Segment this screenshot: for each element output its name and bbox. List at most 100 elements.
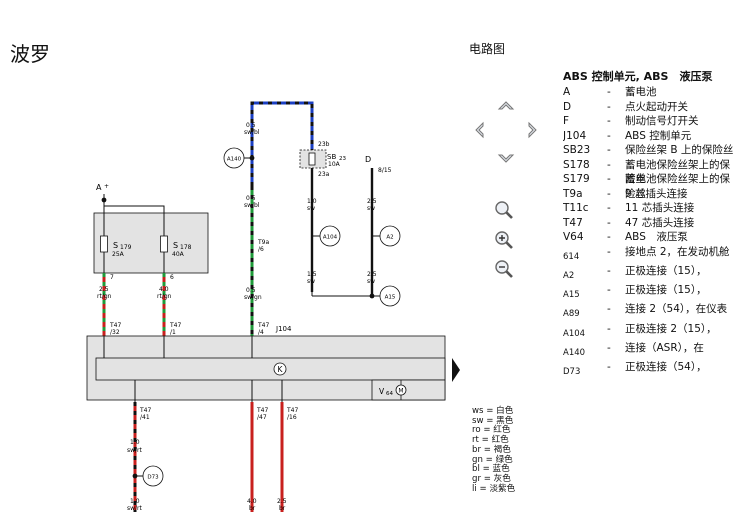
- fuse-s178-name: S: [173, 241, 178, 250]
- down-arrow-icon[interactable]: [496, 148, 516, 168]
- legend-desc: ABS 液压泵: [625, 231, 688, 243]
- battery-node: [101, 197, 107, 203]
- wire-sb-out-color: sw: [307, 205, 315, 212]
- legend-code: A: [563, 86, 571, 98]
- conn-t9a-pin: /6: [258, 246, 264, 253]
- fuse-s178-icon: [160, 235, 168, 253]
- legend-desc: 接地点 2，在发动机舱: [625, 245, 730, 258]
- circle-d73: D73: [142, 465, 164, 487]
- wire-d-low-color: sw: [367, 278, 375, 285]
- wire-sb-low-color: sw: [307, 278, 315, 285]
- legend-item: S179-蓄电池保险丝架上的保险丝: [563, 172, 734, 200]
- legend-dash: -: [607, 144, 611, 156]
- color-code-item: rt = 红色: [472, 435, 509, 446]
- legend-desc: 连接 2（54），在仪表: [625, 303, 728, 316]
- legend-title: ABS 控制单元, ABS 液压泵: [563, 70, 713, 83]
- legend-item: A2-正极连接（15），: [563, 264, 734, 283]
- conn-t47-16-pin: /16: [287, 414, 297, 421]
- legend-item: A140-连接（ASR），在: [563, 341, 734, 360]
- control-unit-inner: [95, 357, 446, 381]
- legend-desc: 连接（ASR），在: [625, 341, 704, 354]
- switch-d-pin: 8/15: [378, 167, 392, 174]
- legend-item: J104-ABS 控制单元: [563, 129, 734, 144]
- fuse-sb23-bottom-pin: 23a: [318, 171, 330, 178]
- fuse-sb23-icon: [308, 152, 316, 166]
- conn-t47-16-name: T47: [286, 407, 298, 414]
- legend-item: T47-47 芯插头连接: [563, 216, 734, 231]
- legend-dash: -: [607, 158, 611, 171]
- wire-3-size: 0.5: [246, 287, 256, 294]
- wire-6-color: br: [279, 505, 286, 512]
- wiring-diagram: A + S 179 25A S 178 40A 7 6 2.5 rt/gn T4…: [86, 101, 460, 512]
- right-arrow-icon[interactable]: [522, 120, 542, 140]
- conn-t47-32-pin: /32: [110, 329, 120, 336]
- conn-t47-1-pin: /1: [170, 329, 176, 336]
- wire-5-color: br: [249, 505, 256, 512]
- legend-item: T9a-9 芯插头连接: [563, 187, 734, 202]
- document-type: 电路图: [469, 42, 506, 56]
- wire-4-size: 1.0: [130, 439, 140, 446]
- brand-title: 波罗: [10, 42, 50, 66]
- up-arrow-icon[interactable]: [496, 96, 516, 116]
- k-symbol: K: [278, 365, 284, 374]
- battery-sign: +: [104, 183, 109, 190]
- legend-code: 614: [563, 251, 580, 262]
- battery-fuse-box: [93, 212, 209, 274]
- node-d73: [132, 473, 138, 479]
- fuse-s178-rating: 40A: [172, 251, 185, 258]
- legend-code: A89: [563, 309, 580, 320]
- fuse-sb23-rating: 10A: [328, 161, 341, 168]
- legend-dash: -: [607, 361, 611, 374]
- zoom-out-icon[interactable]: [494, 259, 514, 279]
- legend-code: A15: [563, 290, 580, 301]
- conn-t47-41-name: T47: [139, 407, 151, 414]
- legend-dash: -: [607, 341, 611, 354]
- legend-item: V64-ABS 液压泵: [563, 230, 734, 245]
- wire-d-out-size: 2.5: [367, 198, 377, 205]
- zoom-in-icon[interactable]: [494, 230, 514, 250]
- fuse-sb23-top-pin: 23b: [318, 141, 330, 148]
- node-a15: [369, 293, 375, 299]
- pump-v64-sub: 64: [386, 391, 393, 397]
- circle-a15: A15: [379, 285, 401, 307]
- circle-a15-label: A15: [385, 295, 396, 301]
- control-unit-label: J104: [275, 325, 292, 333]
- motor-symbol: M: [398, 388, 403, 395]
- legend-dash: -: [607, 216, 611, 229]
- legend-desc: 9 芯插头连接: [625, 187, 688, 200]
- wire-1-color: rt/gn: [97, 293, 112, 300]
- circle-a104: A104: [319, 225, 341, 247]
- circle-a140: A140: [223, 147, 245, 169]
- legend-dash: -: [607, 100, 611, 113]
- legend-dash: -: [607, 173, 611, 185]
- legend-dash: -: [607, 202, 611, 214]
- pump-v64-box: [371, 379, 446, 401]
- wire-sb-low-size: 1.5: [307, 271, 317, 278]
- fuse-s179-rating: 25A: [112, 251, 125, 258]
- legend-dash: -: [607, 115, 611, 127]
- motor-icon: M: [395, 380, 407, 400]
- conn-t47-1-name: T47: [169, 322, 181, 329]
- legend-desc: 正极连接（15），: [625, 284, 707, 297]
- legend-dash: -: [607, 231, 611, 243]
- page-next-arrow-icon[interactable]: [452, 358, 460, 382]
- legend-dash: -: [607, 129, 611, 142]
- wire-2-color: rt/gn: [157, 293, 172, 300]
- circle-a140-label: A140: [227, 157, 242, 163]
- conn-t47-41-pin: /41: [140, 414, 150, 421]
- magnifier-icon[interactable]: [494, 200, 514, 220]
- legend-desc: 蓄电池保险丝架上的保险丝: [625, 173, 730, 200]
- wire-3-color: sw/gn: [244, 294, 262, 301]
- color-code-item: gr = 灰色: [472, 473, 511, 484]
- legend-item: A104-正极连接 2（15），: [563, 322, 734, 341]
- legend-dash: -: [607, 303, 611, 316]
- legend-desc: 11 芯插头连接: [625, 202, 695, 214]
- battery-branch: [104, 205, 165, 213]
- color-code-item: br = 褐色: [472, 444, 511, 455]
- left-arrow-icon[interactable]: [470, 120, 490, 140]
- legend-dash: -: [607, 187, 611, 200]
- color-code-item: li = 淡紫色: [472, 483, 516, 494]
- wire-5-size: 4.0: [247, 498, 257, 505]
- fuse-s179-icon: [100, 235, 108, 253]
